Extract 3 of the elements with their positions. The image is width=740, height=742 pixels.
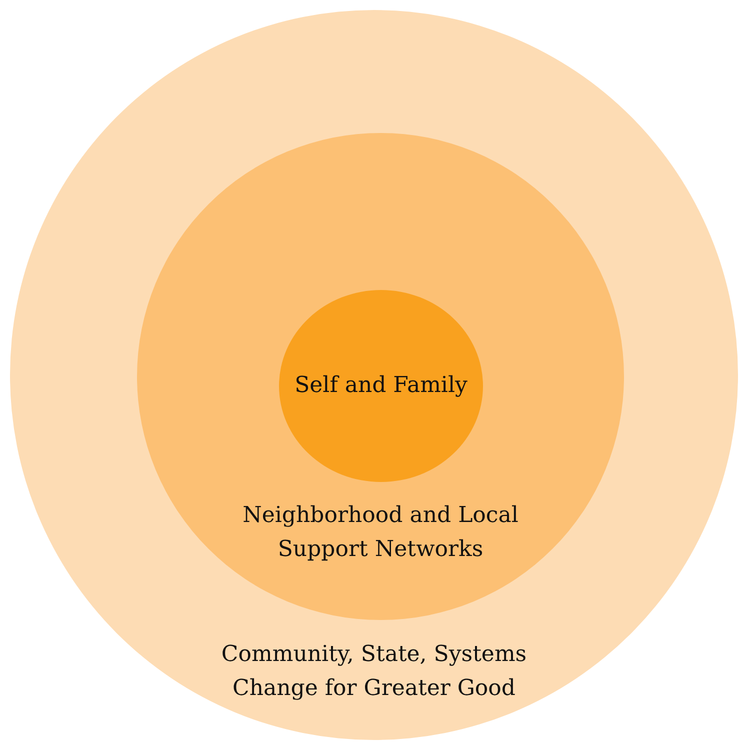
ring-label: Self and Family — [294, 372, 468, 400]
ring-label: Community, State, Systems Change for Greater Good — [220, 641, 528, 703]
ring-label: Neighborhood and Local Support Networks — [242, 502, 520, 564]
